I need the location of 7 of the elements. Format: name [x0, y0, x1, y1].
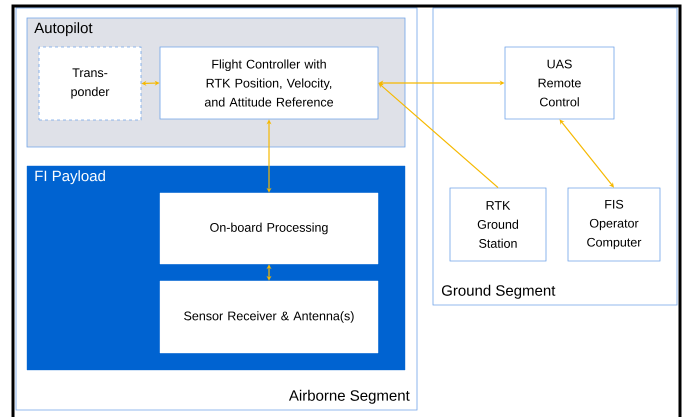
process-box: Flight Controller with RTK Position, Velocity, and Attitude Reference [160, 46, 378, 120]
process-box: UAS Remote Control [504, 46, 614, 120]
process-box: On-board Processing [160, 192, 378, 264]
dashed-box: Trans- ponder [38, 46, 142, 120]
process-box: RTK Ground Station [450, 188, 546, 262]
process-box: Sensor Receiver & Antenna(s) [160, 280, 378, 354]
process-box: FIS Operator Computer [568, 188, 660, 262]
